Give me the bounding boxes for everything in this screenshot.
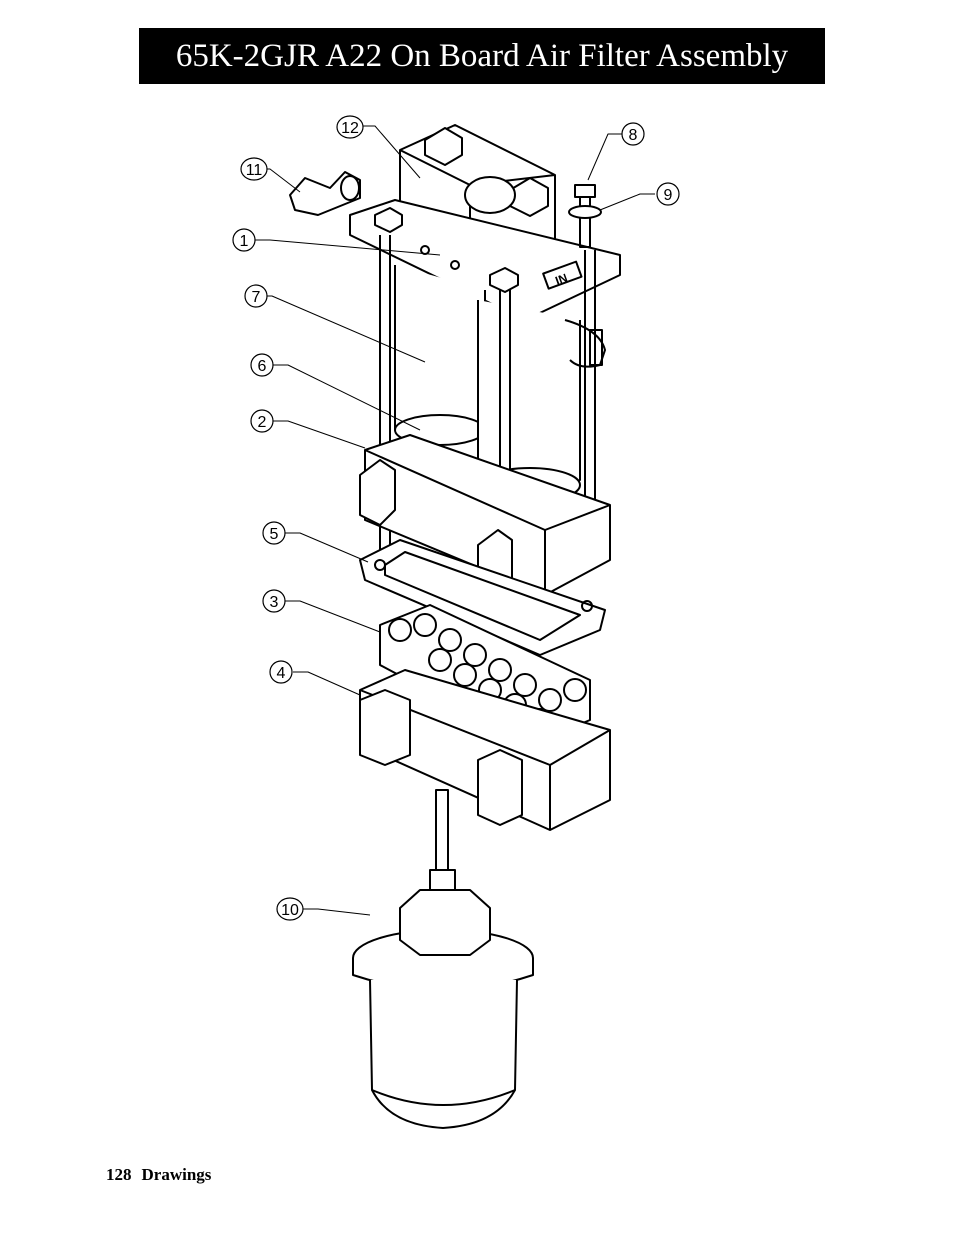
base-tray — [359, 669, 611, 831]
gasket — [359, 539, 606, 656]
svg-text:8: 8 — [629, 127, 638, 144]
callout-7: 7 — [244, 284, 268, 308]
callout-12: 12 — [336, 115, 364, 139]
in-marking: IN — [553, 271, 569, 288]
callout-8: 8 — [621, 122, 645, 146]
svg-text:7: 7 — [252, 289, 261, 306]
page-footer: 128 Drawings — [106, 1165, 211, 1185]
page-title: 65K-2GJR A22 On Board Air Filter Assembl… — [175, 37, 789, 74]
page-number: 128 — [106, 1165, 132, 1184]
callout-11: 11 — [240, 157, 268, 181]
svg-text:6: 6 — [258, 358, 267, 375]
callout-4: 4 — [269, 660, 293, 684]
svg-text:12: 12 — [341, 120, 359, 137]
drain-bowl — [352, 789, 534, 1129]
elbow-fitting — [289, 171, 361, 216]
svg-text:1: 1 — [240, 233, 249, 250]
bolt-and-washer — [568, 184, 602, 248]
callout-1: 1 — [232, 228, 256, 252]
svg-text:3: 3 — [270, 594, 279, 611]
callout-10: 10 — [276, 897, 304, 921]
svg-text:10: 10 — [281, 902, 299, 919]
callout-9: 9 — [656, 182, 680, 206]
svg-text:9: 9 — [664, 187, 673, 204]
svg-text:2: 2 — [258, 414, 267, 431]
callout-2: 2 — [250, 409, 274, 433]
section-name: Drawings — [141, 1165, 212, 1184]
callout-6: 6 — [250, 353, 274, 377]
svg-text:11: 11 — [246, 162, 263, 179]
callout-3: 3 — [262, 589, 286, 613]
svg-text:5: 5 — [270, 526, 279, 543]
callout-5: 5 — [262, 521, 286, 545]
page-title-bar: 65K-2GJR A22 On Board Air Filter Assembl… — [139, 28, 825, 84]
svg-text:4: 4 — [277, 665, 286, 682]
